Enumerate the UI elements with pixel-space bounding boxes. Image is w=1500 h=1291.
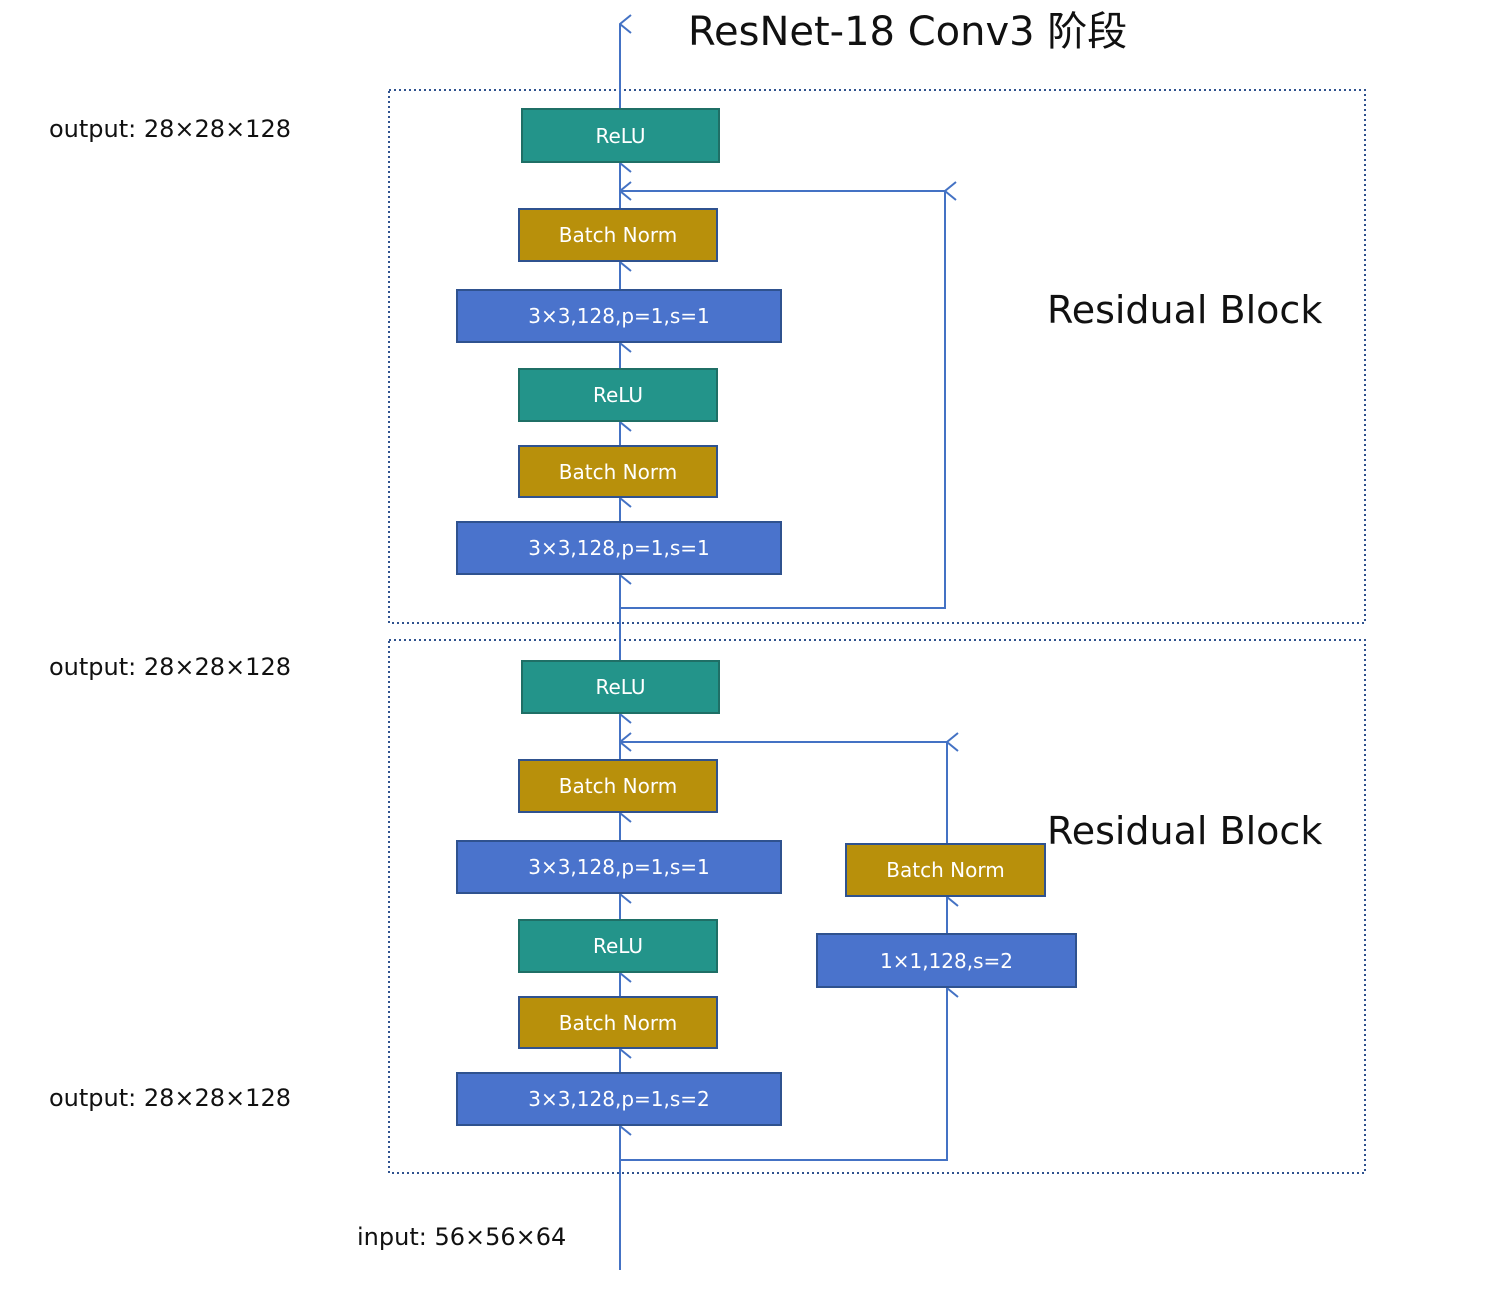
top-batch-norm-2: Batch Norm [518,208,718,262]
shortcut-bottom-branch [620,988,947,1161]
bottom-relu-1: ReLU [518,919,718,973]
bottom-batch-norm-2: Batch Norm [518,759,718,813]
top-conv-1: 3×3,128,p=1,s=1 [456,521,782,575]
output-label-top: output: 28×28×128 [49,115,291,143]
bottom-relu-output: ReLU [521,660,720,714]
output-label-mid: output: 28×28×128 [49,653,291,681]
shortcut-top-branch [620,191,945,609]
residual-block-label-top: Residual Block [1047,288,1323,332]
bottom-conv-2: 3×3,128,p=1,s=1 [456,840,782,894]
output-label-low: output: 28×28×128 [49,1084,291,1112]
residual-block-label-bottom: Residual Block [1047,809,1323,853]
shortcut-batch-norm: Batch Norm [845,843,1046,897]
bottom-batch-norm-1: Batch Norm [518,996,718,1049]
top-relu-1: ReLU [518,368,718,422]
bottom-conv-1: 3×3,128,p=1,s=2 [456,1072,782,1126]
top-batch-norm-1: Batch Norm [518,445,718,498]
top-relu-output: ReLU [521,108,720,163]
top-conv-2: 3×3,128,p=1,s=1 [456,289,782,343]
shortcut-conv-1x1: 1×1,128,s=2 [816,933,1077,988]
diagram-title: ResNet-18 Conv3 阶段 [688,9,1128,55]
residual-block-top-border [388,89,1366,624]
residual-block-bottom-border [388,639,1366,1174]
input-label: input: 56×56×64 [357,1223,567,1251]
